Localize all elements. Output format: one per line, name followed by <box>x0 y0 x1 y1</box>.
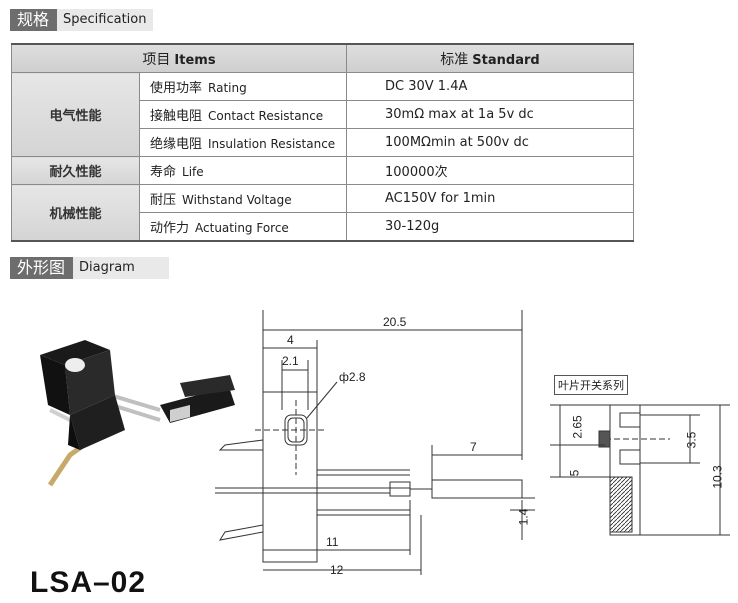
diagram-title-cn: 外形图 <box>10 257 74 279</box>
dim-11: 11 <box>326 535 339 549</box>
category-durability: 耐久性能 <box>11 156 140 185</box>
diagram-title-en: Diagram <box>73 257 170 279</box>
header-std-en: Standard <box>472 52 540 68</box>
item-insulation-resistance: 绝缘电阻 Insulation Resistance <box>139 128 347 157</box>
side-view-drawing <box>550 404 730 536</box>
item-en: Life <box>182 165 204 179</box>
value-withstand-voltage: AC150V for 1min <box>346 184 634 213</box>
spec-title-cn: 规格 <box>10 9 58 31</box>
item-cn: 接触电阻 <box>150 109 203 124</box>
value-contact-resistance: 30mΩ max at 1a 5v dc <box>346 100 634 129</box>
item-en: Actuating Force <box>195 221 289 235</box>
table-row: 绝缘电阻 Insulation Resistance 100MΩmin at 50… <box>12 128 634 157</box>
item-cn: 使用功率 <box>150 81 203 96</box>
table-row: 接触电阻 Contact Resistance 30mΩ max at 1a 5v… <box>12 100 634 129</box>
diagram-section-header: 外形图 Diagram <box>10 257 170 279</box>
category-electrical: 电气性能 <box>11 72 140 157</box>
header-items-en: Items <box>174 52 216 68</box>
dim-12: 12 <box>330 563 344 577</box>
dim-10-3: 10.3 <box>710 465 725 489</box>
value-rating: DC 30V 1.4A <box>346 72 634 101</box>
header-items-cn: 项目 <box>142 51 171 68</box>
item-en: Contact Resistance <box>208 109 324 123</box>
item-cn: 耐压 <box>150 193 177 208</box>
dim-2-65: 2.65 <box>570 415 585 439</box>
series-tag: 叶片开关系列 <box>554 375 628 395</box>
dim-phi-2-8: ф2.8 <box>339 370 366 384</box>
item-en: Insulation Resistance <box>208 137 336 151</box>
item-withstand-voltage: 耐压 Withstand Voltage <box>139 184 347 213</box>
table-row: 机械性能 耐压 Withstand Voltage AC150V for 1min <box>11 184 634 242</box>
item-actuating-force: 动作力 Actuating Force <box>139 212 347 242</box>
item-en: Withstand Voltage <box>182 193 292 207</box>
dim-3-5: 3.5 <box>684 431 699 449</box>
item-en: Rating <box>208 81 247 95</box>
dim-7: 7 <box>470 440 477 454</box>
spec-title-en: Specification <box>57 9 154 31</box>
item-rating: 使用功率 Rating <box>139 72 347 101</box>
table-row: 动作力 Actuating Force 30-120g <box>12 212 634 242</box>
item-life: 寿命 Life <box>139 156 347 185</box>
spec-section-header: 规格 Specification <box>10 9 154 31</box>
dim-5: 5 <box>567 469 582 477</box>
table-row: 电气性能 使用功率 Rating DC 30V 1.4A <box>11 72 634 157</box>
value-actuating-force: 30-120g <box>346 212 634 242</box>
item-cn: 绝缘电阻 <box>150 137 203 152</box>
value-life: 100000次 <box>346 156 634 185</box>
item-cn: 寿命 <box>150 165 177 180</box>
table-row: 耐久性能 寿命 Life 100000次 <box>11 156 634 185</box>
category-mechanical: 机械性能 <box>11 184 140 242</box>
product-photo <box>40 340 235 487</box>
dim-1-4: 1.4 <box>516 508 531 526</box>
item-contact-resistance: 接触电阻 Contact Resistance <box>139 100 347 129</box>
item-cn: 动作力 <box>150 221 190 236</box>
model-number: LSA–02 <box>30 566 147 599</box>
header-std-cn: 标准 <box>440 51 469 68</box>
value-insulation-resistance: 100MΩmin at 500v dc <box>346 128 634 157</box>
dim-20-5: 20.5 <box>383 315 407 329</box>
main-technical-drawing <box>215 310 535 575</box>
dim-2-1: 2.1 <box>282 354 299 368</box>
dim-4: 4 <box>287 333 294 347</box>
